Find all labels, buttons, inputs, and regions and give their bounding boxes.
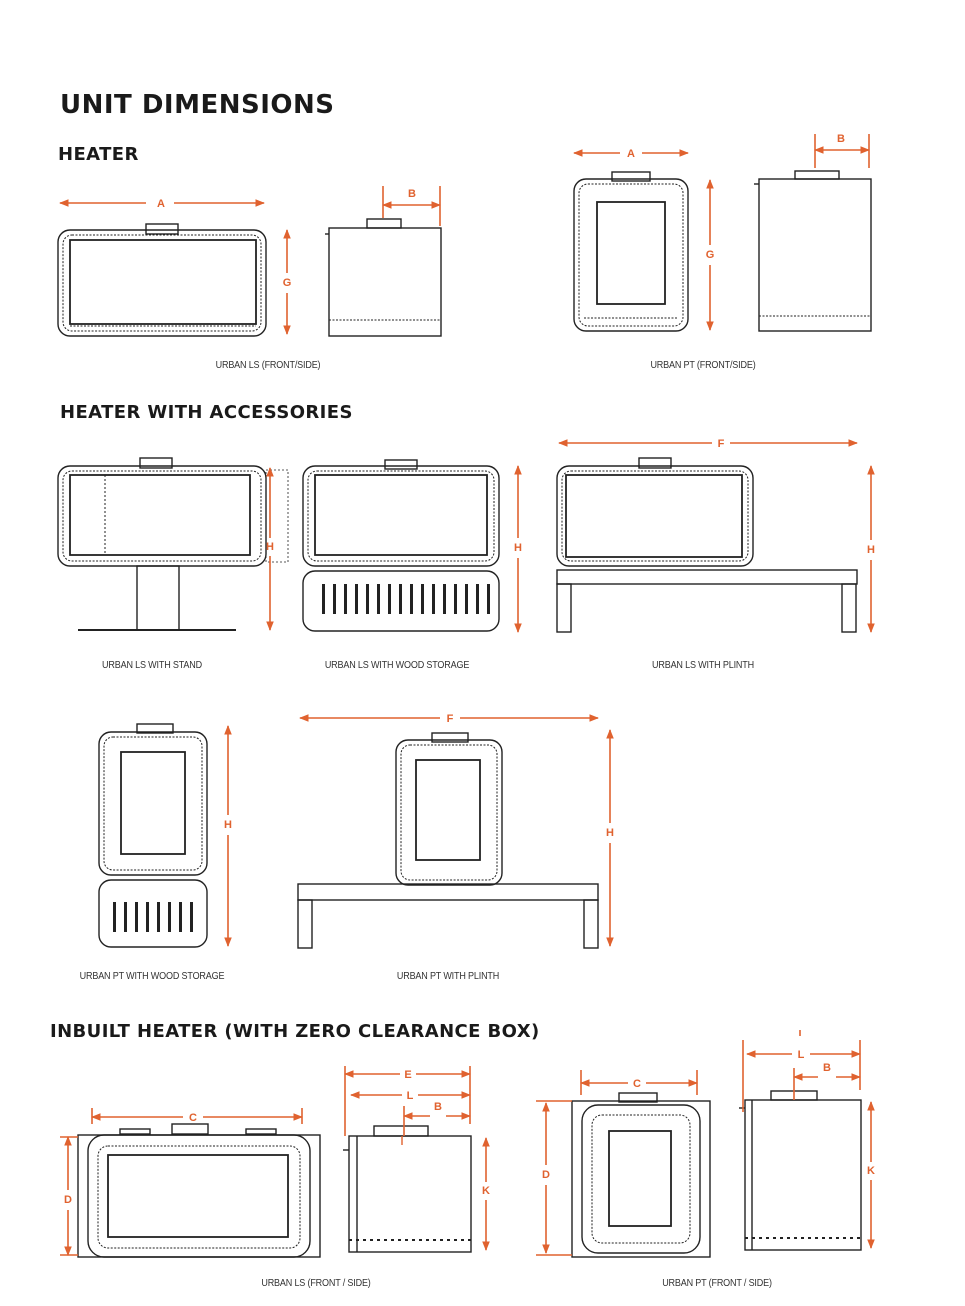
dim-label-d: D [542,1169,550,1181]
dim-label-g: G [706,249,715,261]
caption-ls-stand: URBAN LS WITH STAND [102,659,202,671]
dim-label-d: D [64,1194,72,1206]
dim-label-c: C [189,1112,197,1124]
pt-inbuilt-side-drawing [739,1090,862,1251]
dim-label-f: F [718,438,725,450]
dim-label-l: L [407,1090,414,1102]
ls-plinth-drawing [556,457,858,633]
dim-label-b: B [837,133,845,145]
section-heading-inbuilt: INBUILT HEATER (WITH ZERO CLEARANCE BOX) [50,1021,540,1042]
dim-label-a: A [627,148,635,160]
caption-ls-wood: URBAN LS WITH WOOD STORAGE [324,659,470,671]
dim-label-l: L [798,1049,805,1061]
dim-label-k: K [482,1185,490,1197]
pt-side-drawing [754,170,872,332]
dim-label-h: H [266,541,274,553]
ls-inbuilt-front-drawing [77,1123,321,1258]
pt-inbuilt-front-drawing [571,1092,711,1258]
section-heading-accessories: HEATER WITH ACCESSORIES [60,402,353,423]
dim-label-h: H [867,544,875,556]
dim-label-b: B [823,1062,831,1074]
ls-side-drawing [325,218,442,337]
dim-label-a: A [157,198,165,210]
pt-front-drawing [573,171,689,332]
dim-label-h: H [606,827,614,839]
dim-label-b: B [434,1101,442,1113]
dim-label-h: H [224,819,232,831]
ls-wood-storage-drawing [302,459,500,632]
dim-label-k: K [867,1165,875,1177]
page-title: UNIT DIMENSIONS [60,90,335,120]
ls-front-drawing [57,223,267,337]
pt-plinth-drawing [297,732,599,949]
dim-label-g: G [283,277,292,289]
caption-ls-plinth: URBAN LS WITH PLINTH [652,659,754,671]
dimension-lines [59,134,875,1256]
dim-label-f: F [447,713,454,725]
ls-inbuilt-side-drawing [343,1125,472,1253]
caption-pt-front-side: URBAN PT (FRONT/SIDE) [650,359,756,371]
caption-ls-front-side: URBAN LS (FRONT/SIDE) [215,359,321,371]
caption-pt-wood: URBAN PT WITH WOOD STORAGE [79,970,225,982]
caption-pt-plinth: URBAN PT WITH PLINTH [396,970,500,982]
caption-pt-inbuilt: URBAN PT (FRONT / SIDE) [662,1277,772,1289]
caption-ls-inbuilt: URBAN LS (FRONT / SIDE) [261,1277,371,1289]
pt-wood-storage-drawing [98,723,208,948]
ls-stand-drawing [57,457,289,631]
dim-label-e: E [404,1069,411,1081]
section-heading-heater: HEATER [58,144,139,165]
dim-label-b: B [408,188,416,200]
dim-label-c: C [633,1078,641,1090]
dim-label-h: H [514,542,522,554]
